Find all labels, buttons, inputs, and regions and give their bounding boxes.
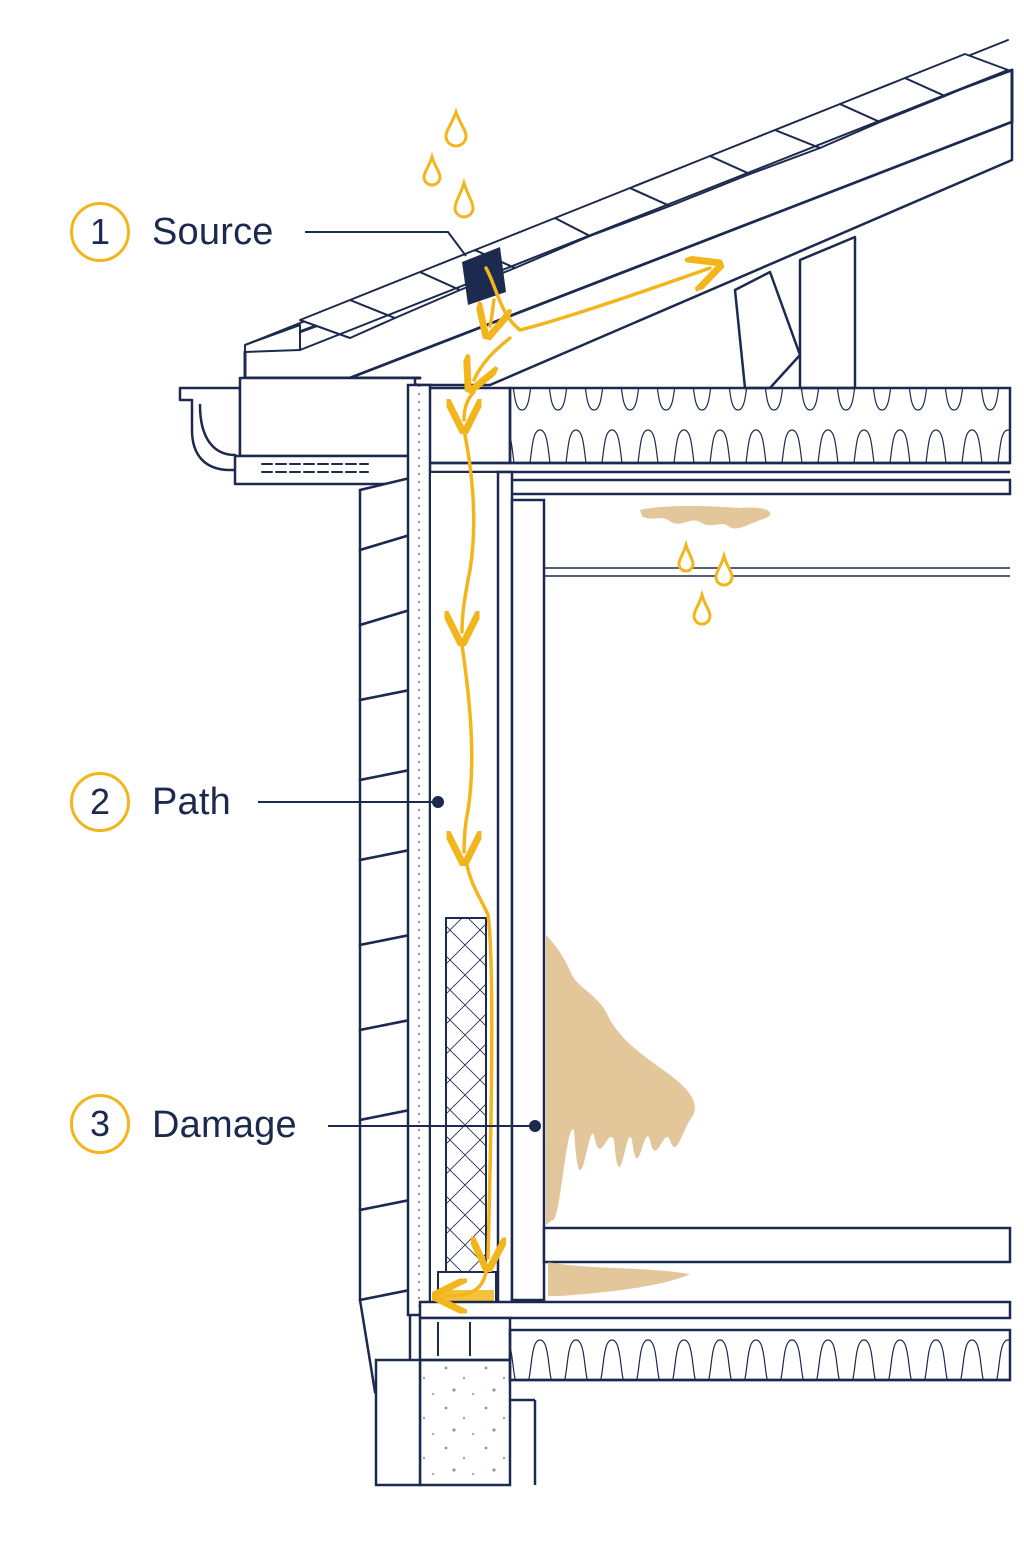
flow-arrow-icon — [464, 858, 492, 1258]
water-drop-icon — [714, 550, 734, 587]
finished-floor — [418, 1300, 1012, 1320]
fascia-board — [238, 376, 417, 458]
water-drops-source — [422, 107, 475, 219]
wall-assembly — [406, 383, 546, 1317]
exterior-siding — [358, 476, 412, 1394]
flow-arrow-icon — [490, 298, 494, 326]
flow-arrow-icon — [446, 1270, 488, 1296]
flow-arrow-icon — [462, 428, 474, 632]
floor-insulation — [508, 1328, 1012, 1382]
water-drop-icon — [453, 177, 475, 219]
drywall — [510, 498, 546, 1302]
soffit — [233, 454, 417, 486]
rafter — [348, 120, 1014, 387]
floor-system — [374, 1226, 1012, 1487]
ceiling-joist — [508, 478, 1012, 496]
flow-arrow-icon — [462, 643, 472, 852]
callout-label-source: Source — [152, 211, 274, 253]
flow-arrow-icon — [464, 390, 474, 420]
callout-number-2: 2 — [70, 772, 130, 832]
floor-stain — [548, 1262, 690, 1296]
water-drop-icon — [692, 589, 712, 626]
water-drop-icon — [422, 151, 442, 187]
foundation-wall — [418, 1358, 512, 1487]
sill-plate — [418, 1316, 512, 1362]
roof-assembly — [178, 39, 1014, 486]
ceiling-stain — [640, 505, 771, 529]
baseboard — [542, 1226, 1012, 1264]
flow-arrow-icon — [484, 268, 710, 332]
foundation-exterior — [374, 1358, 422, 1487]
flow-arrow-icon — [474, 336, 512, 380]
callout-number-3: 3 — [70, 1094, 130, 1154]
gutter — [178, 386, 242, 472]
water-drops-ceiling — [677, 539, 734, 626]
water-drop-icon — [677, 539, 695, 573]
callout-leaders — [258, 231, 541, 1132]
leader-source — [305, 231, 467, 257]
callout-label-path: Path — [152, 781, 231, 823]
wall-stain — [546, 935, 695, 1225]
water-damage-stains — [546, 505, 771, 1296]
soffit-vent — [261, 463, 369, 473]
wall-insulation — [445, 917, 487, 1274]
attic-insulation — [508, 386, 1012, 465]
wall-stud — [496, 470, 514, 1317]
water-path — [446, 268, 710, 1296]
callout-label-damage: Damage — [152, 1104, 297, 1146]
water-drop-icon — [444, 107, 468, 148]
callout-number-1: 1 — [70, 202, 130, 262]
